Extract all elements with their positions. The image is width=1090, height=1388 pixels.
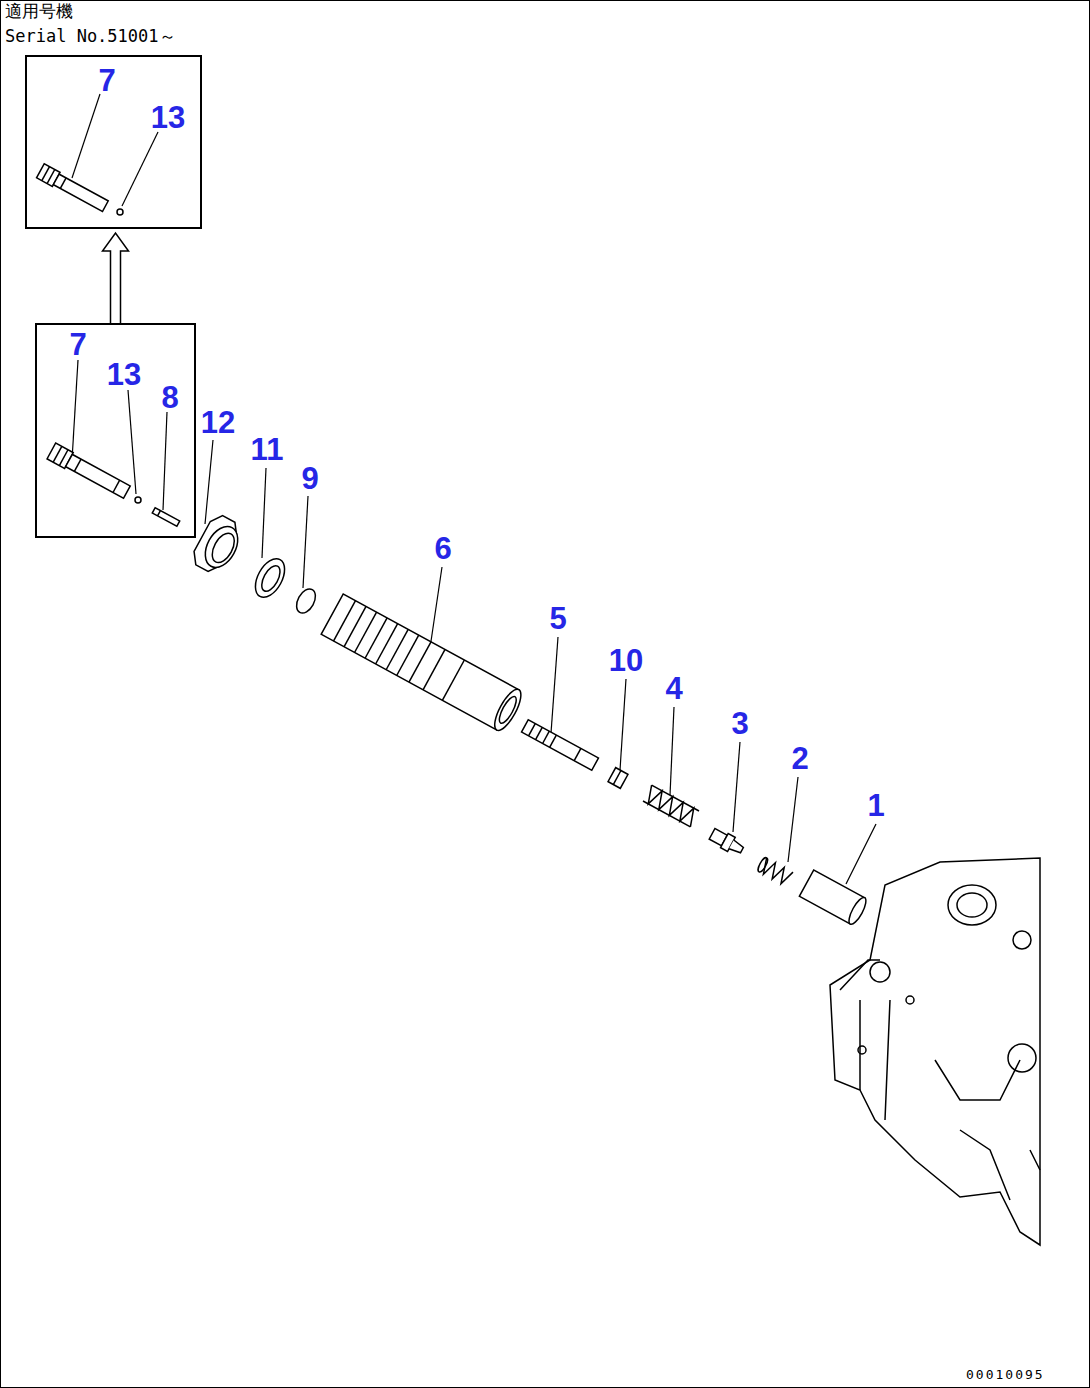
ball: [117, 209, 123, 215]
sleeve: [321, 594, 526, 734]
spool: [522, 720, 599, 771]
callout-number: 8: [161, 382, 178, 413]
valve-body: [830, 858, 1040, 1245]
leader-line: [72, 94, 100, 178]
leader-line: [620, 679, 626, 770]
leader-line: [72, 360, 78, 460]
leader-line: [122, 132, 158, 206]
leader-line: [128, 390, 136, 494]
bolt: [37, 164, 110, 213]
bolt: [47, 443, 131, 500]
plug: [799, 870, 869, 926]
callout-number: 1: [867, 790, 884, 821]
callout-number: 11: [251, 434, 284, 465]
spring: [756, 856, 793, 886]
pin: [152, 508, 179, 527]
inset-box: 7 13 8: [35, 323, 196, 538]
plug: [608, 768, 628, 789]
leader-lines: [72, 94, 876, 884]
hollow-arrow: [103, 233, 129, 323]
callout-number: 12: [201, 407, 235, 438]
spring: [643, 785, 699, 827]
leader-line: [788, 777, 798, 862]
leader-line: [205, 440, 213, 524]
callout-number: 3: [731, 708, 748, 739]
leader-line: [262, 468, 266, 558]
leader-line: [551, 637, 558, 733]
ball: [135, 497, 141, 503]
callout-number: 13: [151, 102, 185, 133]
leader-line: [303, 496, 308, 588]
poppet: [708, 827, 746, 857]
callout-number: 9: [301, 463, 318, 494]
callout-number: 7: [69, 329, 86, 360]
drawing-number: 00010095: [966, 1368, 1045, 1381]
applicable-serial-heading: 適用号機: [5, 3, 73, 20]
callout-number: 4: [665, 673, 682, 704]
callout-number: 5: [549, 603, 566, 634]
leader-line: [670, 707, 674, 795]
serial-number-note: Serial No.51001～: [5, 28, 176, 45]
washer: [249, 554, 290, 602]
callout-number: 2: [791, 743, 808, 774]
o-ring: [293, 586, 319, 616]
leader-line: [733, 742, 740, 832]
nut: [189, 512, 247, 578]
callout-number: 6: [434, 533, 451, 564]
callout-number: 7: [98, 65, 115, 96]
leader-line: [430, 567, 442, 648]
inset-box: 7 13: [25, 55, 202, 229]
callout-number: 13: [107, 359, 141, 390]
callout-number: 10: [609, 645, 643, 676]
leader-line: [846, 824, 876, 884]
leader-line: [163, 412, 167, 510]
